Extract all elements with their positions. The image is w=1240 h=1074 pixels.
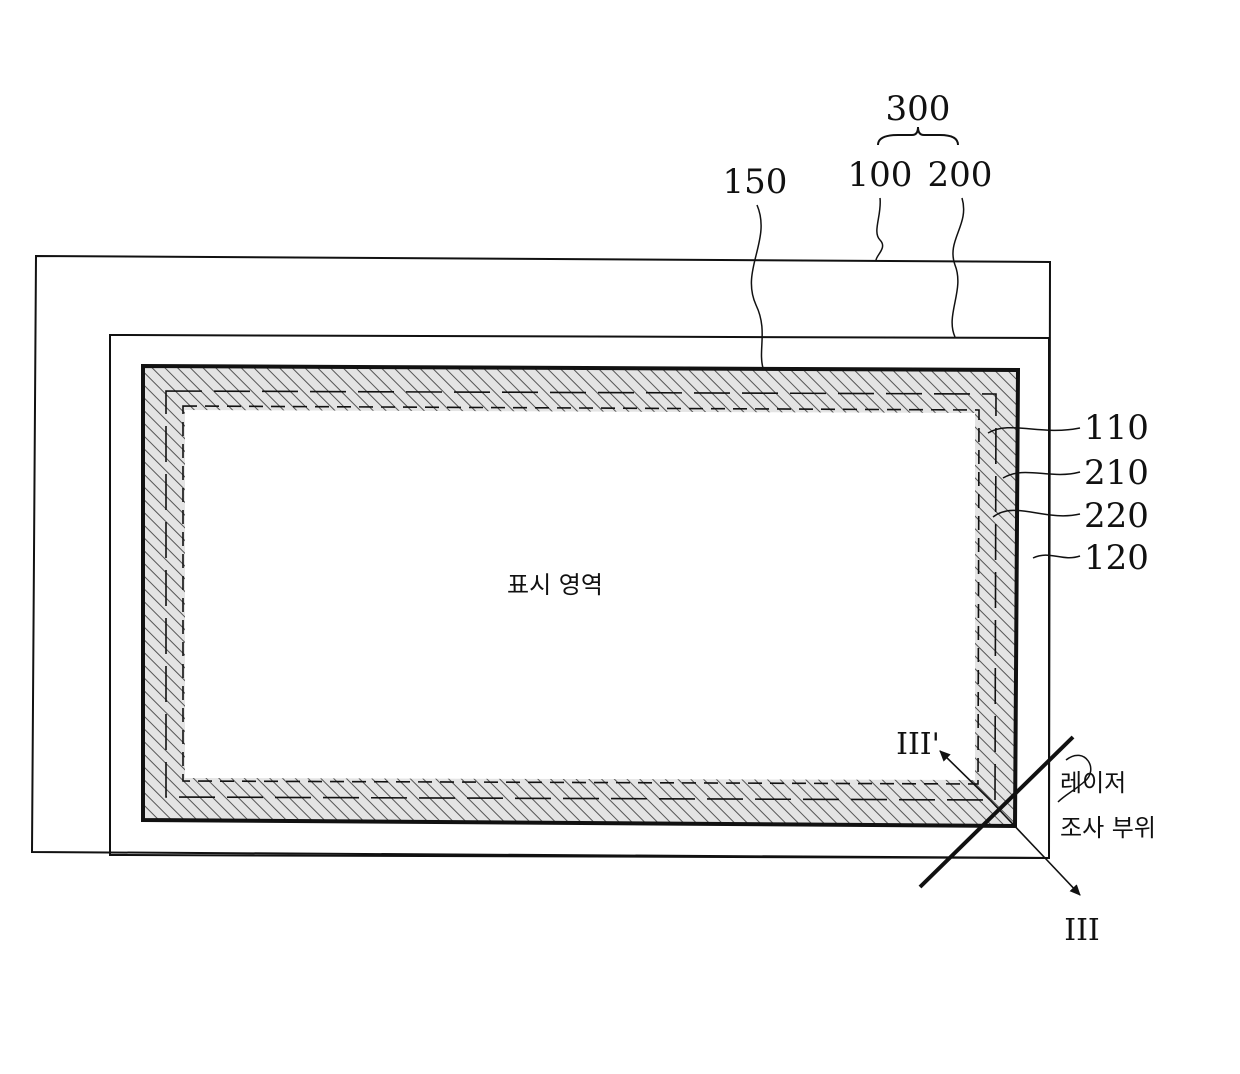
label-150: 150 — [723, 162, 788, 202]
label-220: 220 — [1084, 496, 1149, 536]
label-section-end: III — [1064, 913, 1100, 948]
section-arrow-end — [1045, 858, 1080, 895]
laser-label-line2: 조사 부위 — [1060, 814, 1156, 842]
label-300: 300 — [886, 89, 951, 129]
display-area-label: 표시 영역 — [507, 571, 603, 599]
label-120: 120 — [1084, 538, 1149, 578]
label-110: 110 — [1084, 408, 1149, 448]
label-200: 200 — [928, 155, 993, 195]
label-210: 210 — [1084, 453, 1149, 493]
label-100: 100 — [848, 155, 913, 195]
leader-100 — [876, 198, 883, 261]
laser-label-line1: 레이저 — [1060, 769, 1126, 797]
leader-150 — [751, 205, 763, 368]
leader-120 — [1033, 555, 1080, 558]
brace-300 — [878, 127, 958, 145]
label-section-start: III' — [896, 727, 940, 762]
leader-200 — [952, 198, 964, 337]
